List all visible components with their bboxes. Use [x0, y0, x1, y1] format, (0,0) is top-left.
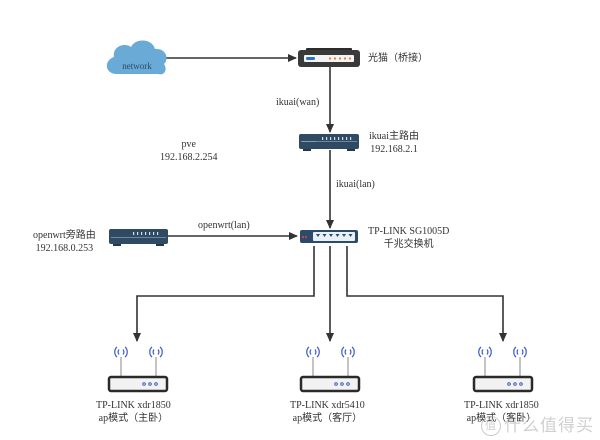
ap1-mode: ap模式（主卧）: [98, 413, 169, 424]
watermark-text: 什么值得买: [504, 416, 594, 436]
edge-switch-to-ap3: [346, 246, 507, 342]
pve-label: pve 192.168.2.254: [160, 138, 218, 164]
ap3-label: TP-LINK xdr1850 ap模式（客卧）: [464, 399, 539, 425]
ap2-model: TP-LINK xdr5410: [290, 400, 365, 411]
ikuai-router-label: ikuai主路由 192.168.2.1: [369, 130, 419, 156]
ap3-model: TP-LINK xdr1850: [464, 400, 539, 411]
modem-icon[interactable]: [298, 48, 360, 67]
edge-switch-to-ap1: [133, 246, 315, 342]
ap2-mode: ap模式（客厅）: [292, 413, 363, 424]
openwrt-ip: 192.168.0.253: [35, 243, 94, 254]
cloud-icon[interactable]: network: [106, 40, 167, 75]
ap1-router-icon[interactable]: [107, 346, 169, 393]
ap3-router-icon[interactable]: [472, 346, 534, 393]
switch-name: TP-LINK SG1005D: [368, 226, 450, 237]
wifi-icon: [306, 346, 355, 358]
ap2-router-icon[interactable]: [299, 346, 361, 393]
pve-ip: 192.168.2.254: [160, 152, 218, 163]
switch-label: TP-LINK SG1005D 千兆交换机: [368, 225, 449, 251]
modem-label: 光猫（桥接）: [368, 53, 428, 64]
switch-icon[interactable]: [300, 230, 358, 243]
edge-label-openwrt-lan: openwrt(lan): [198, 220, 250, 231]
ap3-mode: ap模式（客卧）: [466, 413, 537, 424]
openwrt-router-icon[interactable]: [109, 229, 168, 246]
watermark-badge: 值: [481, 416, 501, 436]
wifi-icon: [114, 346, 163, 358]
switch-desc: 千兆交换机: [383, 239, 434, 250]
watermark: 值什么值得买: [481, 411, 594, 436]
ikuai-name: ikuai主路由: [369, 131, 419, 142]
edge-label-ikuai-lan: ikuai(lan): [336, 179, 375, 190]
ap1-label: TP-LINK xdr1850 ap模式（主卧）: [96, 399, 171, 425]
pve-name: pve: [181, 139, 196, 150]
openwrt-name: openwrt旁路由: [33, 230, 96, 241]
cloud-label: network: [122, 61, 152, 71]
edge-label-ikuai-wan: ikuai(wan): [276, 97, 320, 108]
ikuai-router-icon[interactable]: [299, 134, 359, 151]
connections: [133, 54, 507, 342]
ikuai-ip: 192.168.2.1: [370, 144, 418, 155]
ap1-model: TP-LINK xdr1850: [96, 400, 171, 411]
openwrt-router-label: openwrt旁路由 192.168.0.253: [33, 229, 96, 255]
ap2-label: TP-LINK xdr5410 ap模式（客厅）: [290, 399, 365, 425]
wifi-icon: [478, 346, 527, 358]
